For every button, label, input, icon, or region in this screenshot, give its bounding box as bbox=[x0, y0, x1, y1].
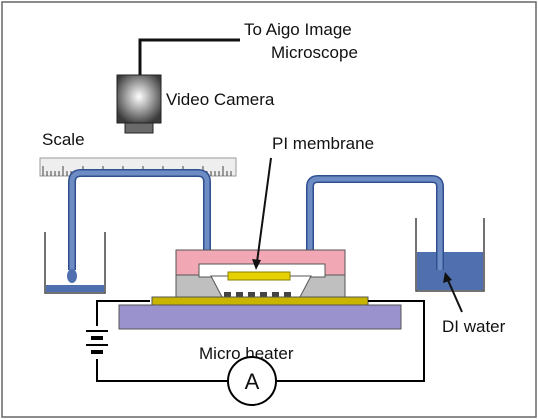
camera-link-label-line1: To Aigo Image bbox=[244, 20, 352, 39]
di-water-pointer bbox=[446, 277, 463, 313]
water-droplet bbox=[67, 269, 77, 283]
pi-membrane-label: PI membrane bbox=[272, 134, 374, 153]
ammeter-icon: A bbox=[227, 356, 277, 406]
circuit-wire-right bbox=[276, 300, 425, 382]
camera-cable bbox=[138, 38, 240, 75]
micro-channels bbox=[224, 292, 291, 297]
ammeter-label: A bbox=[245, 369, 260, 394]
scale-label: Scale bbox=[42, 130, 85, 149]
test-chamber bbox=[175, 249, 346, 298]
video-camera-icon bbox=[116, 74, 162, 134]
pi-membrane-pointer bbox=[256, 157, 272, 263]
left-reservoir bbox=[44, 232, 106, 294]
pi-membrane bbox=[227, 271, 291, 281]
pi-membrane-arrowhead bbox=[252, 259, 261, 270]
micro-heater-label: Micro heater bbox=[199, 344, 294, 363]
left-tube bbox=[69, 170, 210, 270]
di-water-label: DI water bbox=[442, 317, 506, 336]
battery-icon bbox=[84, 326, 110, 359]
right-tube bbox=[307, 176, 443, 270]
video-camera-label: Video Camera bbox=[166, 90, 275, 109]
di-water-arrowhead bbox=[443, 272, 452, 283]
micro-heater bbox=[118, 296, 402, 330]
camera-link-label-line2: Microscope bbox=[271, 43, 358, 62]
